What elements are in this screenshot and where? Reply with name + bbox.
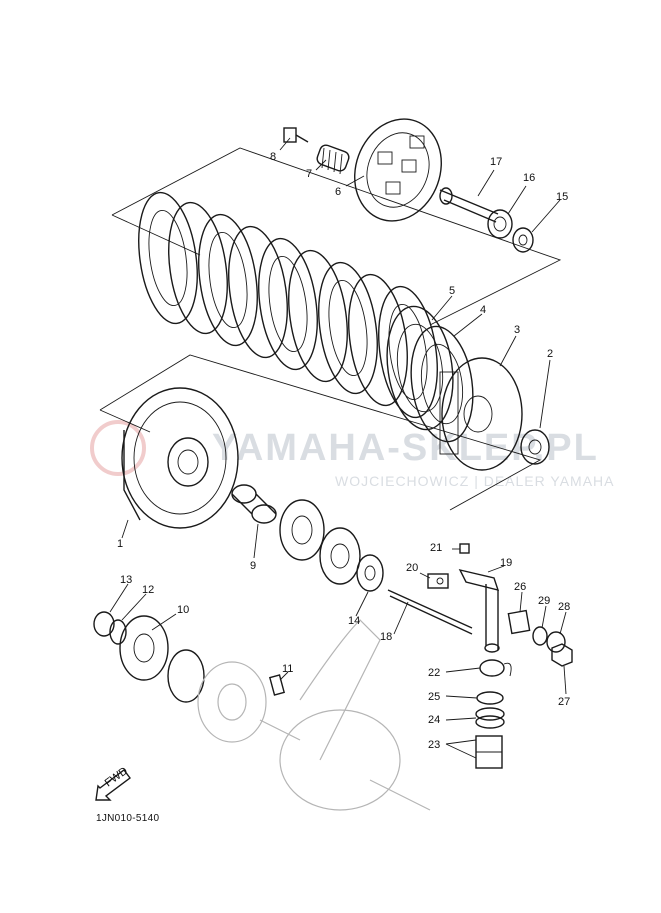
crankshaft-ghost <box>197 619 431 811</box>
push-rod-18 <box>387 589 473 635</box>
callout-29: 29 <box>538 595 550 607</box>
bushing-9 <box>231 484 277 524</box>
callout-numbers: 1 2 3 4 5 6 7 8 9 10 11 12 13 14 15 16 1… <box>117 151 570 751</box>
watermark-subtitle: WOJCIECHOWICZ | DEALER YAMAHA <box>335 473 614 489</box>
diagram-code: 1JN010-5140 <box>96 813 159 824</box>
callout-6: 6 <box>335 186 341 198</box>
forward-direction-arrow: FWD <box>95 765 131 801</box>
locknut-27 <box>551 643 573 667</box>
bearing-16 <box>487 209 513 239</box>
callout-17: 17 <box>490 156 502 168</box>
callout-22: 22 <box>428 667 440 679</box>
forward-arrow-label: FWD <box>103 765 130 789</box>
callout-27: 27 <box>558 696 570 708</box>
push-rod-17 <box>439 187 499 223</box>
callout-26: 26 <box>514 581 526 593</box>
forward-arrow-icon <box>95 769 131 801</box>
callout-23: 23 <box>428 739 440 751</box>
callout-10: 10 <box>177 604 189 616</box>
watermark-logo-icon <box>90 420 146 476</box>
washer-15 <box>512 227 534 253</box>
oil-seal-28 <box>546 631 566 653</box>
callout-3: 3 <box>514 324 520 336</box>
thrust-washer-2 <box>520 429 550 465</box>
spring-bolt <box>283 127 309 143</box>
oil-seal-26 <box>507 609 531 635</box>
primary-drive-gear-10 <box>119 615 205 703</box>
clutch-boss-3 <box>439 357 523 471</box>
watermark-brand: YAMAHA-SKLEP.PL <box>212 427 599 469</box>
circlip-25 <box>476 691 504 705</box>
friction-plate-5 <box>386 305 454 431</box>
lever-20 <box>427 573 449 589</box>
washer-14 <box>356 554 384 592</box>
assembly-frame-lines <box>99 147 562 511</box>
clutch-plate-stack <box>138 191 438 419</box>
kick-gear-pair <box>279 499 361 585</box>
callout-25: 25 <box>428 691 440 703</box>
callout-11: 11 <box>282 663 293 675</box>
callout-4: 4 <box>480 304 486 316</box>
callout-24: 24 <box>428 714 440 726</box>
watermark: YAMAHA-SKLEP.PL WOJCIECHOWICZ | DEALER Y… <box>90 420 614 489</box>
callout-2: 2 <box>547 348 553 360</box>
callout-1: 1 <box>117 538 123 550</box>
callout-20: 20 <box>406 562 418 574</box>
screw-21 <box>459 543 470 554</box>
washer-29 <box>532 626 548 646</box>
callout-5: 5 <box>449 285 455 297</box>
callout-leader-lines <box>109 137 567 759</box>
callout-12: 12 <box>142 584 154 596</box>
callout-7: 7 <box>306 168 312 180</box>
callout-18: 18 <box>380 631 392 643</box>
pressure-plate <box>354 118 442 222</box>
callout-8: 8 <box>270 151 276 163</box>
bearing-23 <box>475 735 503 769</box>
callout-13: 13 <box>120 574 132 586</box>
callout-19: 19 <box>500 557 512 569</box>
oil-seal-24 <box>475 707 505 729</box>
return-spring-22 <box>479 659 512 677</box>
clutch-spring <box>316 144 350 175</box>
push-lever-shaft-19 <box>458 568 500 653</box>
callout-28: 28 <box>558 601 570 613</box>
callout-14: 14 <box>348 615 360 627</box>
callout-9: 9 <box>250 560 256 572</box>
key-11 <box>268 674 286 696</box>
callout-15: 15 <box>556 191 568 203</box>
clutch-plate-4 <box>410 325 474 443</box>
lock-nut-13 <box>93 611 115 637</box>
primary-driven-gear <box>121 387 239 529</box>
callout-16: 16 <box>523 172 535 184</box>
callout-21: 21 <box>430 542 442 554</box>
lock-washer-12 <box>109 619 127 645</box>
